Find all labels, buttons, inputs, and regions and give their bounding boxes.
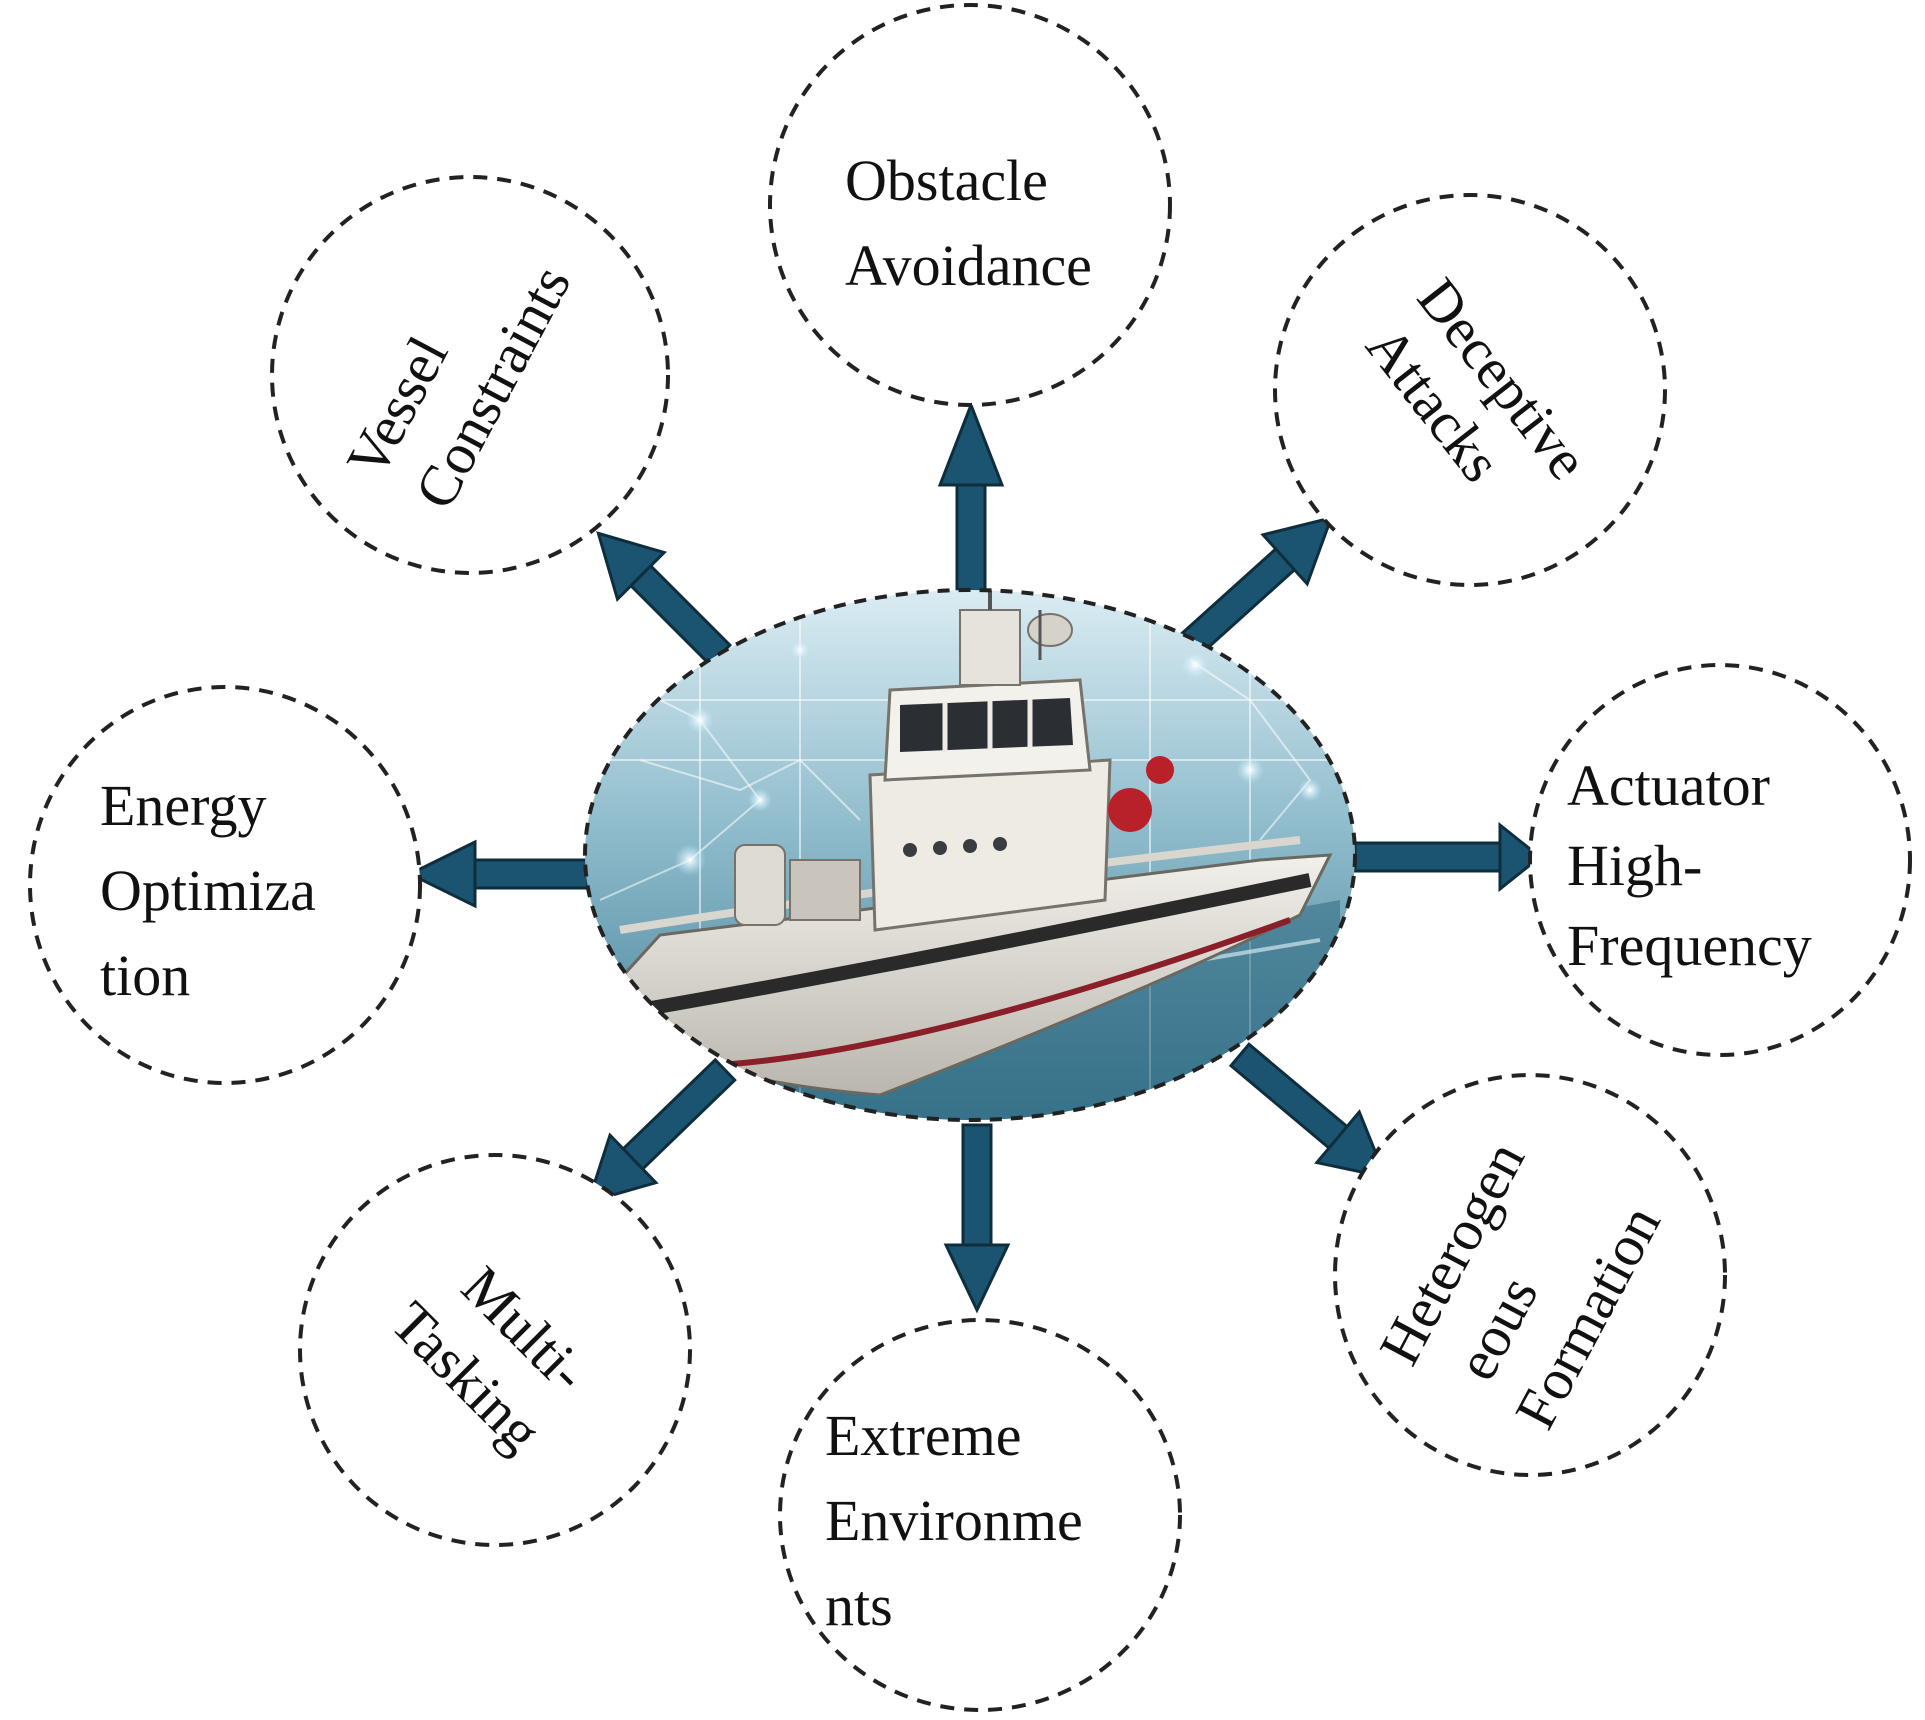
arrow-to-energy-optimization: [406, 839, 590, 909]
arrow-to-vessel-constraints: [596, 531, 733, 668]
ship-image-border: [583, 588, 1357, 1122]
node-circle-obstacle-avoidance: [768, 3, 1172, 407]
arrow-to-actuator: [1353, 821, 1543, 893]
label-extreme-environments: Extreme Environme nts: [825, 1403, 1097, 1638]
node-circle-actuator-high-frequency: [1528, 663, 1912, 1057]
ship-image: [583, 588, 1357, 1122]
node-circle-multi-tasking: [298, 1153, 692, 1547]
node-circle-vessel-constraints: [270, 175, 670, 575]
arrow-to-multi-tasking: [586, 1057, 737, 1205]
arrow-to-extreme-environments: [943, 1123, 1011, 1314]
label-energy-optimization: Energy Optimiza tion: [100, 773, 330, 1008]
arrow-to-deceptive-attacks: [1178, 515, 1334, 658]
arrows: [406, 400, 1543, 1314]
node-circle-deceptive-attacks: [1273, 193, 1667, 587]
label-actuator-high-frequency: Actuator High- Frequency: [1567, 753, 1812, 978]
arrow-to-heterogeneous-formation: [1228, 1042, 1388, 1180]
arrow-to-obstacle-avoidance: [937, 400, 1005, 607]
node-circle-heterogeneous-formation: [1333, 1073, 1727, 1477]
network-nodes: [674, 640, 1322, 876]
label-obstacle-avoidance: Obstacle Avoidance: [845, 148, 1092, 298]
node-circle-energy-optimization: [28, 685, 422, 1085]
nodes: [28, 3, 1912, 1712]
node-circle-extreme-environments: [778, 1318, 1182, 1712]
